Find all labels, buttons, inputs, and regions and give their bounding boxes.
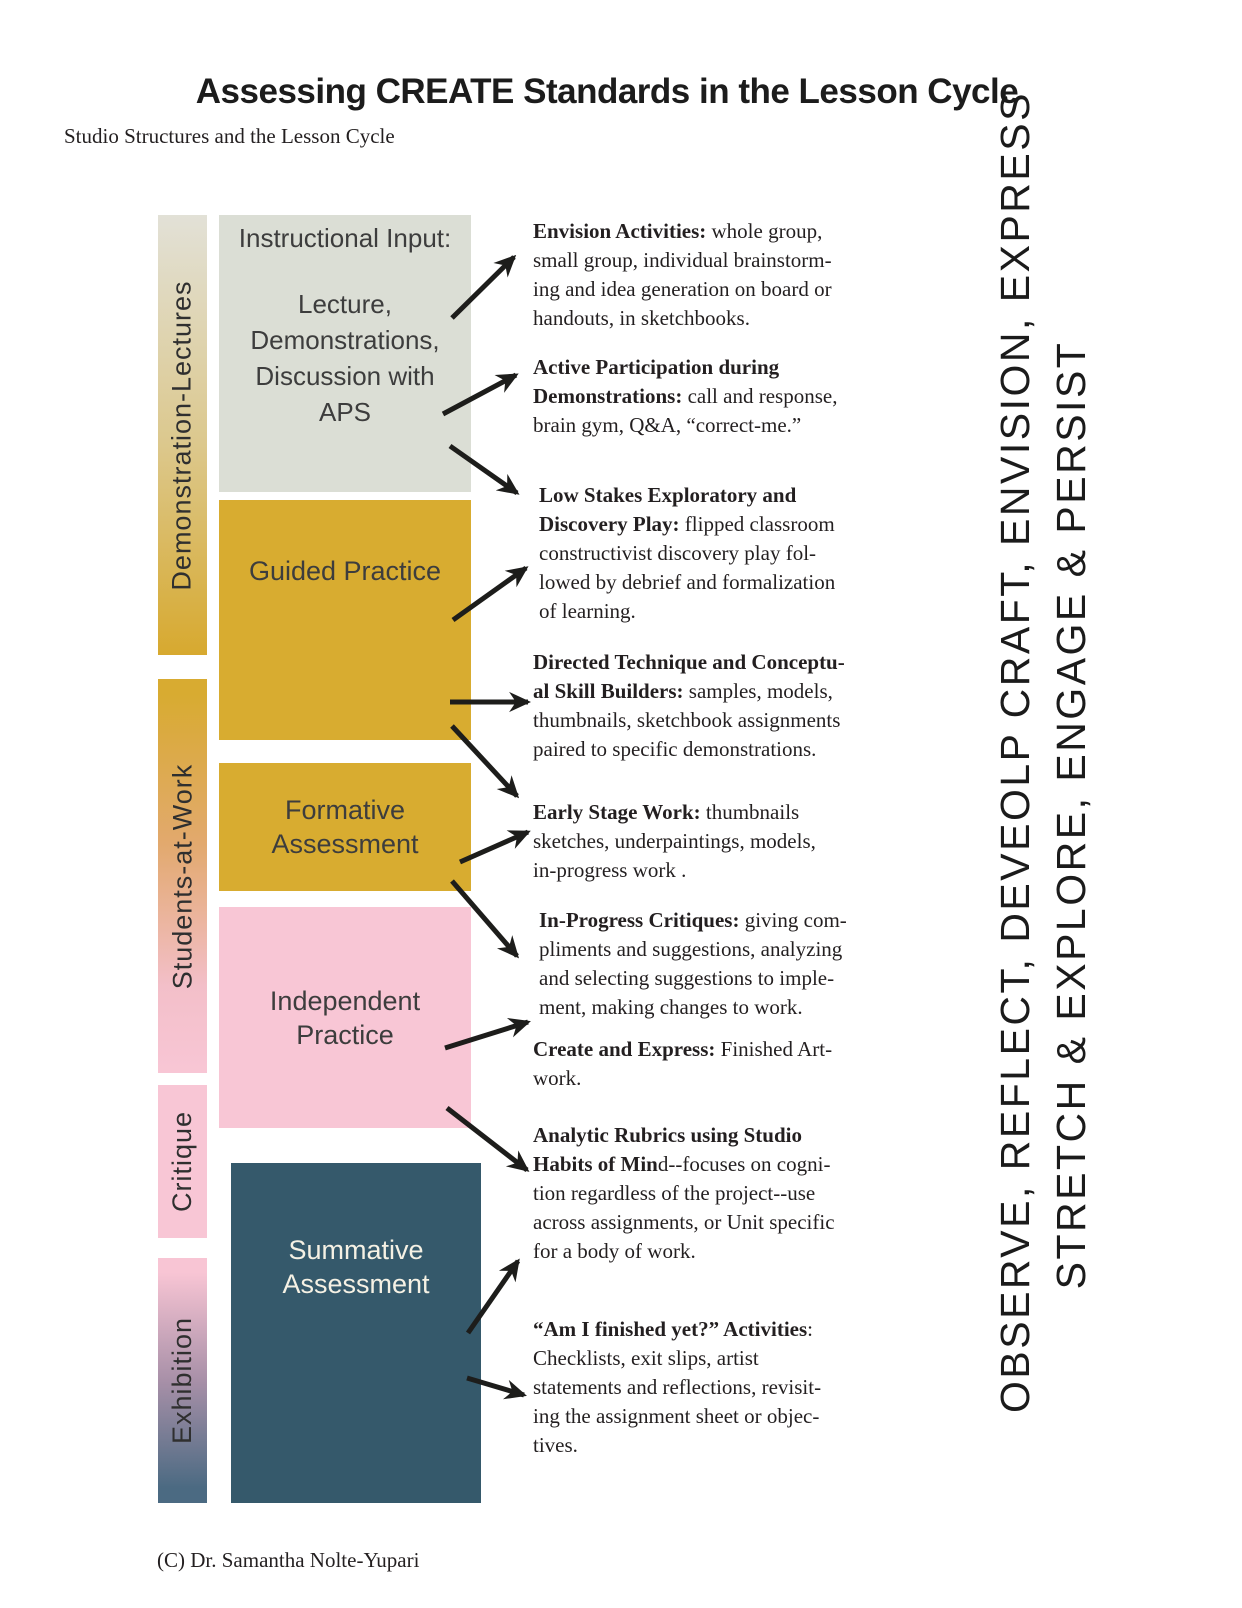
- copyright-text: (C) Dr. Samantha Nolte-Yupari: [157, 1548, 420, 1572]
- arrow-connector: [466, 1375, 527, 1400]
- arrow-connector: [450, 879, 520, 959]
- page-title: Assessing CREATE Standards in the Lesson…: [195, 72, 1019, 111]
- annotation-line: Analytic Rubrics using Studio: [533, 1123, 802, 1147]
- arrow-connector: [441, 372, 519, 417]
- annotation-line: handouts, in sketchbooks.: [533, 306, 750, 330]
- annotation-line: Demonstrations: call and response,: [533, 384, 838, 408]
- arrow-connector: [465, 1258, 521, 1335]
- annotation-line: small group, individual brainstorm-: [533, 248, 832, 272]
- annotation-directed-technique: Directed Technique and Conceptu-al Skill…: [533, 648, 913, 764]
- annotation-line: ing and idea generation on board or: [533, 277, 832, 301]
- annotation-line: “Am I finished yet?” Activities:: [533, 1317, 813, 1341]
- arrow-connector: [458, 829, 531, 865]
- arrow-connector: [444, 1017, 531, 1051]
- phase-bar-exhibition: Exhibition: [158, 1258, 207, 1503]
- annotation-line: of learning.: [539, 599, 636, 623]
- arrow-connector: [451, 565, 529, 623]
- annotation-line: ment, making changes to work.: [539, 995, 803, 1019]
- stage-box-label: Assessment: [271, 829, 419, 859]
- arrow-connector: [450, 254, 517, 320]
- annotation-line: statements and reflections, revisit-: [533, 1375, 822, 1399]
- annotation-line: for a body of work.: [533, 1239, 696, 1263]
- annotation-line: brain gym, Q&A, “correct-me.”: [533, 413, 802, 437]
- annotation-line: Low Stakes Exploratory and: [539, 483, 797, 507]
- annotation-line: and selecting suggestions to imple-: [539, 966, 835, 990]
- annotation-line: work.: [533, 1066, 582, 1090]
- annotation-line: Early Stage Work: thumbnails: [533, 800, 800, 824]
- banner-line: OBSERVE, REFLECT, DEVEOLP CRAFT, ENVISIO…: [992, 91, 1038, 1413]
- annotation-line: paired to specific demonstrations.: [533, 737, 817, 761]
- annotation-line: thumbnails, sketchbook assignments: [533, 708, 841, 732]
- annotation-in-progress-critiques: In-Progress Critiques: giving com-plimen…: [539, 906, 919, 1022]
- annotation-early-stage-work: Early Stage Work: thumbnails sketches, un…: [533, 798, 913, 885]
- annotation-line: al Skill Builders: samples, models,: [533, 679, 833, 703]
- annotation-line: Envision Activities: whole group,: [533, 219, 823, 243]
- annotation-line: in-progress work .: [533, 858, 687, 882]
- phase-bar-students-at-work: Students-at-Work: [158, 679, 207, 1073]
- annotation-line: sketches, underpaintings, models,: [533, 829, 816, 853]
- stage-box-label: Formative: [284, 795, 406, 825]
- stage-box-independent-practice: Independent Practice: [219, 907, 471, 1128]
- annotation-line: Habits of Mind--focuses on cogni-: [533, 1152, 831, 1176]
- stage-box-label: Assessment: [282, 1269, 430, 1299]
- stage-box-label: Practice: [296, 1019, 394, 1050]
- arrow-connector: [445, 1106, 530, 1172]
- create-standards-banner: OBSERVE, REFLECT, DEVEOLP CRAFT, ENVISIO…: [987, 91, 1099, 1413]
- arrow-connector: [450, 724, 520, 799]
- annotation-line: constructivist discovery play fol-: [539, 541, 817, 565]
- annotation-line: lowed by debrief and formalization: [539, 570, 836, 594]
- annotation-line: Directed Technique and Conceptu-: [533, 650, 845, 674]
- stage-box-body: Lecture, Demonstrations, Discussion with…: [250, 289, 440, 427]
- banner-line: STRETCH & EXPLORE, ENGAGE & PERSIST: [1048, 340, 1094, 1290]
- annotation-line: tives.: [533, 1433, 578, 1457]
- annotation-line: Active Participation during: [533, 355, 780, 379]
- phase-bar-critique: Critique: [158, 1085, 207, 1238]
- annotation-line: Checklists, exit slips, artist: [533, 1346, 759, 1370]
- annotation-line: In-Progress Critiques: giving com-: [539, 908, 847, 932]
- stage-box-label: Guided Practice: [248, 556, 442, 586]
- stage-box-instructional-input: Instructional Input: Lecture, Demonstrat…: [219, 215, 471, 492]
- annotation-line: ing the assignment sheet or objec-: [533, 1404, 820, 1428]
- stage-box-label: Summative: [288, 1235, 424, 1265]
- annotation-create-and-express: Create and Express: Finished Art-work.: [533, 1035, 913, 1093]
- annotation-envision-activities: Envision Activities: whole group, small g…: [533, 217, 913, 333]
- stage-box-summative-assessment: Summative Assessment: [231, 1163, 481, 1503]
- annotation-line: tion regardless of the project--use: [533, 1181, 816, 1205]
- annotation-line: Discovery Play: flipped classroom: [539, 512, 835, 536]
- arrow-connector: [448, 443, 520, 496]
- annotation-line: Create and Express: Finished Art-: [533, 1037, 833, 1061]
- phase-bar-demonstration-lectures: Demonstration-Lectures: [158, 215, 207, 655]
- page-subtitle: Studio Structures and the Lesson Cycle: [64, 124, 395, 148]
- stage-box-heading: Instructional Input:: [238, 223, 452, 253]
- stage-box-formative-assessment: Formative Assessment: [219, 763, 471, 891]
- annotation-am-i-finished: “Am I finished yet?” Activities: Checklis…: [533, 1315, 913, 1460]
- annotation-line: pliments and suggestions, analyzing: [539, 937, 843, 961]
- annotation-line: across assignments, or Unit specific: [533, 1210, 835, 1234]
- stage-box-guided-practice: Guided Practice: [219, 500, 471, 740]
- stage-box-label: Independent: [269, 985, 421, 1016]
